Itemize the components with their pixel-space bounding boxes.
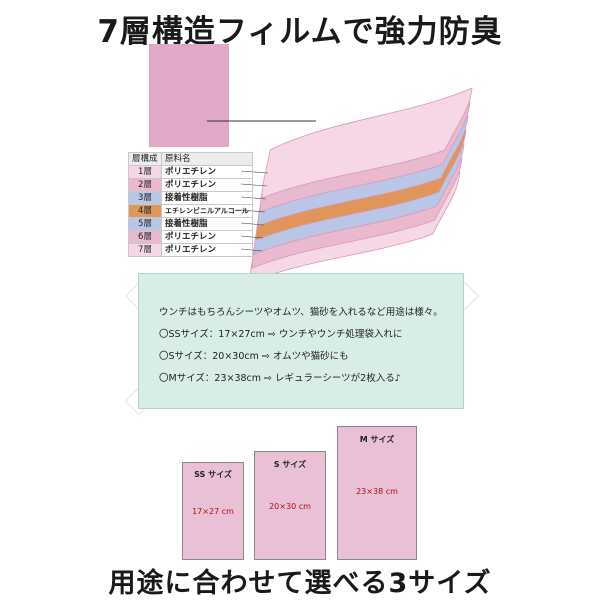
ss-size-label: SS サイズ [194,470,232,479]
material-cell: 接着性樹脂 [161,217,253,231]
ss-size-dimensions: 17×27 cm [192,507,234,516]
film-swatch [149,44,229,147]
table-row: 4層 エチレンビニルアルコール [128,204,253,218]
ss-size-sample: SS サイズ 17×27 cm [182,462,244,560]
layer-table-header: 層構成 原料名 [128,152,253,166]
table-row: 5層 接着性樹脂 [128,217,253,231]
m-size-label: M サイズ [359,435,395,444]
layer-column-header: 層構成 [128,152,162,166]
usage-line: ウンチはもちろんシーツやオムツ、猫砂を入れるなど用途は様々。 [159,307,443,318]
m-size-line: 〇Mサイズ：23×38cm ⇨ レギュラーシーツが2枚入る♪ [159,373,401,384]
table-row: 3層 接着性樹脂 [128,191,253,205]
material-cell: 接着性樹脂 [161,191,253,205]
material-cell: ポリエチレン [161,178,253,192]
s-size-label: S サイズ [273,460,307,469]
material-cell: ポリエチレン [161,230,253,244]
table-row: 1層 ポリエチレン [128,165,253,179]
layer-cell: 2層 [128,178,162,192]
ss-size-line: 〇SSサイズ：17×27cm ⇨ ウンチやウンチ処理袋入れに [159,329,403,340]
s-size-line: 〇Sサイズ：20×30cm ⇨ オムツや猫砂にも [159,351,349,362]
film-layer-1 [261,87,473,199]
table-row: 7層 ポリエチレン [128,243,253,257]
s-size-sample: S サイズ 20×30 cm [254,451,326,560]
m-size-dimensions: 23×38 cm [356,487,398,496]
material-cell: ポリエチレン [161,165,253,179]
footer-title: 用途に合わせて選べる3サイズ [108,568,492,599]
table-row: 6層 ポリエチレン [128,230,253,244]
layer-table: 層構成 原料名 1層 ポリエチレン 2層 ポリエチレン 3層 接着性樹脂 4層 … [128,152,253,257]
s-size-dimensions: 20×30 cm [269,502,311,511]
layer-cell: 5層 [128,217,162,231]
layer-stack [249,87,473,283]
m-size-sample: M サイズ 23×38 cm [337,426,417,560]
material-cell: ポリエチレン [161,243,253,257]
usage-info-box: ウンチはもちろんシーツやオムツ、猫砂を入れるなど用途は様々。 〇SSサイズ：17… [138,273,464,409]
layer-cell: 7層 [128,243,162,257]
material-cell: エチレンビニルアルコール [161,204,253,218]
material-column-header: 原料名 [161,152,253,166]
layer-cell: 6層 [128,230,162,244]
table-row: 2層 ポリエチレン [128,178,253,192]
layer-cell: 1層 [128,165,162,179]
layer-cell: 4層 [128,204,162,218]
layer-cell: 3層 [128,191,162,205]
